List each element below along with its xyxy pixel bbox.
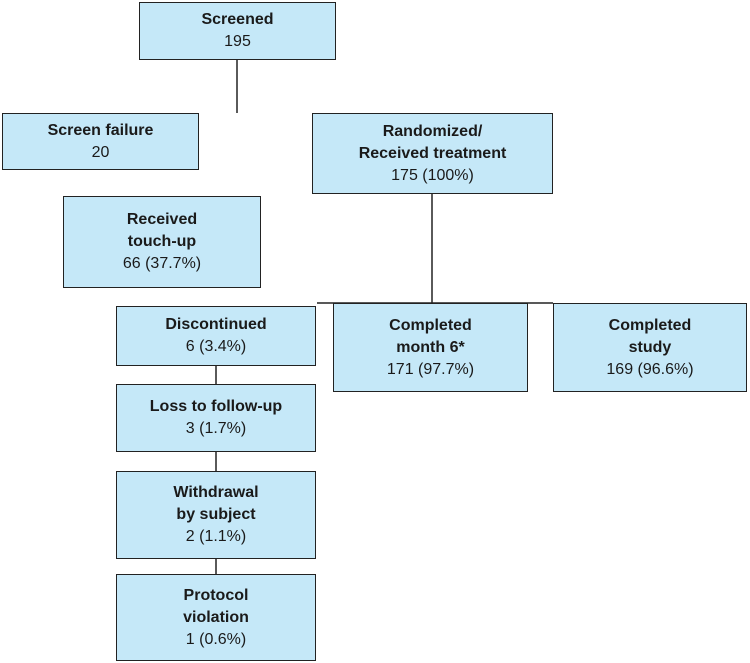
loss-to-followup-title: Loss to follow-up (149, 398, 283, 415)
loss-to-followup-box: Loss to follow-up 3 (1.7%) (116, 384, 316, 452)
randomized-title: Randomized/ Received treatment (358, 122, 507, 162)
screened-box: Screened 195 (139, 2, 336, 60)
completed-study-title: Completed study (608, 316, 692, 356)
screen-failure-title: Screen failure (47, 121, 154, 139)
touch-up-box: Received touch-up 66 (37.7%) (63, 196, 261, 288)
discontinued-box: Discontinued 6 (3.4%) (116, 306, 316, 366)
screen-failure-value: 20 (91, 143, 110, 161)
touch-up-value: 66 (37.7%) (122, 255, 202, 272)
completed-study-value: 169 (96.6%) (606, 360, 694, 378)
discontinued-title: Discontinued (165, 316, 267, 333)
screened-value: 195 (224, 33, 251, 50)
loss-to-followup-value: 3 (1.7%) (185, 420, 247, 437)
protocol-violation-box: Protocol violation 1 (0.6%) (116, 574, 316, 661)
discontinued-value: 6 (3.4%) (185, 338, 247, 355)
protocol-violation-value: 1 (0.6%) (185, 630, 247, 648)
completed-month6-box: Completed month 6* 171 (97.7%) (333, 303, 528, 392)
screened-title: Screened (201, 11, 274, 28)
screen-failure-box: Screen failure 20 (2, 113, 199, 170)
withdrawal-value: 2 (1.1%) (185, 528, 247, 545)
completed-month6-value: 171 (97.7%) (386, 360, 475, 378)
completed-study-box: Completed study 169 (96.6%) (553, 303, 747, 392)
completed-month6-title: Completed month 6* (389, 316, 472, 356)
protocol-violation-title: Protocol violation (183, 586, 249, 626)
withdrawal-box: Withdrawal by subject 2 (1.1%) (116, 471, 316, 559)
randomized-box: Randomized/ Received treatment 175 (100%… (312, 113, 553, 194)
withdrawal-title: Withdrawal by subject (173, 484, 259, 523)
touch-up-title: Received touch-up (126, 211, 198, 250)
randomized-value: 175 (100%) (391, 166, 474, 184)
